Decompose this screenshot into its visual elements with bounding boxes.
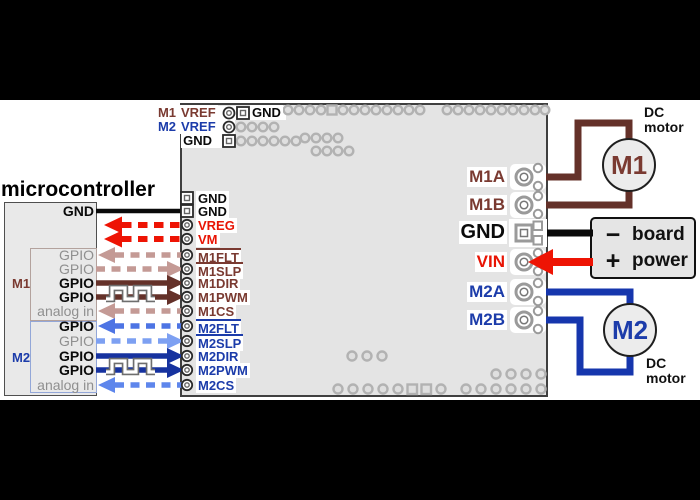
mcu-m1-gpio-flt: GPIO (58, 247, 94, 263)
arrow-m2pwm (96, 357, 184, 378)
mcu-m1-gpio-slp: GPIO (58, 261, 94, 277)
arrow-m1dir (96, 275, 184, 291)
mcu-m2-gpio-slp: GPIO (58, 333, 94, 349)
arrow-vin (528, 249, 593, 275)
top-left-pads (222, 106, 250, 148)
pin-m1cs: M1CS (196, 304, 237, 319)
dc-motor-caption-bottom-line1: DC (646, 355, 667, 371)
pin-gnd-1: GND (196, 191, 229, 206)
power-word-power: power (632, 250, 688, 272)
pin-m2pwm: M2PWM (196, 363, 250, 378)
top-gnd-row3-label: GND (181, 133, 214, 148)
pin-m1a: M1A (467, 167, 507, 187)
pin-vm: VM (196, 232, 220, 247)
pin-m2cs: M2CS (196, 378, 237, 393)
arrow-m1slp (96, 261, 184, 277)
dc-motor-caption-top-line1: DC (644, 104, 665, 120)
microcontroller-title: microcontroller (1, 178, 156, 201)
mcu-m2-gpio-pwm: GPIO (58, 362, 94, 378)
mcu-m1-group-label: M1 (12, 276, 31, 291)
motor-m2-label: M2 (611, 314, 649, 345)
pin-m1b: M1B (467, 195, 507, 215)
dc-motor-caption-top: DC motor (644, 105, 684, 135)
dc-motor-caption-top-line2: motor (644, 119, 684, 135)
pin-m2slp: M2SLP (196, 334, 244, 351)
mcu-m1-gpio-pwm: GPIO (58, 289, 94, 305)
mcu-m1-analog-in: analog in (37, 303, 94, 319)
mcu-m2-gpio-flt: GPIO (58, 318, 94, 334)
mcu-m1-gpio-dir: GPIO (58, 275, 94, 291)
motor-m1: M1 (602, 138, 656, 192)
wire-m1a (528, 119, 633, 181)
arrow-m1flt (98, 247, 184, 263)
arrow-m1cs (98, 303, 184, 319)
mcu-m2-gpio-dir: GPIO (58, 348, 94, 364)
motor-m2: M2 (603, 303, 657, 357)
pin-m1slp: M1SLP (196, 262, 244, 279)
via-cluster-bottom (332, 350, 547, 396)
arrow-m2slp (96, 333, 184, 349)
pin-m2flt: M2FLT (196, 319, 241, 336)
m1-vref-label: VREF (179, 105, 218, 120)
plus-sign: + (605, 247, 621, 276)
power-word-board: board (632, 223, 685, 245)
wire-m2b (528, 316, 634, 376)
mcu-gnd-label: GND (62, 203, 94, 219)
arrow-vreg (104, 216, 184, 234)
left-pin-pads (180, 191, 194, 392)
board-power-box: − board + power (590, 217, 696, 279)
mcu-m2-group-label: M2 (12, 350, 31, 365)
arrow-m2dir (96, 348, 184, 364)
arrow-vm (104, 230, 184, 248)
m1-vref-prefix: M1 (157, 105, 176, 120)
power-minus-row: − board (592, 220, 694, 249)
pin-gnd-2: GND (196, 204, 229, 219)
pin-m2dir: M2DIR (196, 349, 241, 364)
arrow-m2flt (98, 318, 184, 334)
wires-and-pads-layer (96, 104, 634, 396)
dc-motor-caption-bottom-line2: motor (646, 370, 686, 386)
m2-vref-prefix: M2 (157, 119, 176, 134)
diagram-canvas: microcontroller M1 M2 GND GPIO GPIO GPIO… (0, 100, 700, 400)
mcu-m2-analog-in: analog in (37, 377, 94, 393)
pin-m1flt: M1FLT (196, 248, 241, 265)
via-cluster-top-left (235, 121, 355, 157)
dc-motor-caption-bottom: DC motor (646, 356, 686, 386)
arrow-m1pwm (96, 284, 184, 305)
pin-vreg: VREG (196, 218, 237, 233)
pin-gnd-right: GND (458, 221, 507, 244)
pin-m2a: M2A (467, 282, 507, 302)
top-gnd-label: GND (250, 105, 283, 120)
pin-m1pwm: M1PWM (196, 290, 250, 305)
minus-sign: − (605, 220, 621, 249)
via-cluster-top-edge (282, 104, 551, 116)
wire-m1b (528, 186, 633, 209)
pin-m1dir: M1DIR (196, 276, 241, 291)
pin-vin: VIN (474, 252, 507, 272)
right-pin-pads (509, 162, 547, 335)
arrow-m2cs (98, 377, 184, 393)
m2-vref-label: VREF (179, 119, 218, 134)
motor-m1-label: M1 (610, 149, 648, 180)
power-plus-row: + power (592, 247, 694, 276)
pin-m2b: M2B (467, 310, 507, 330)
